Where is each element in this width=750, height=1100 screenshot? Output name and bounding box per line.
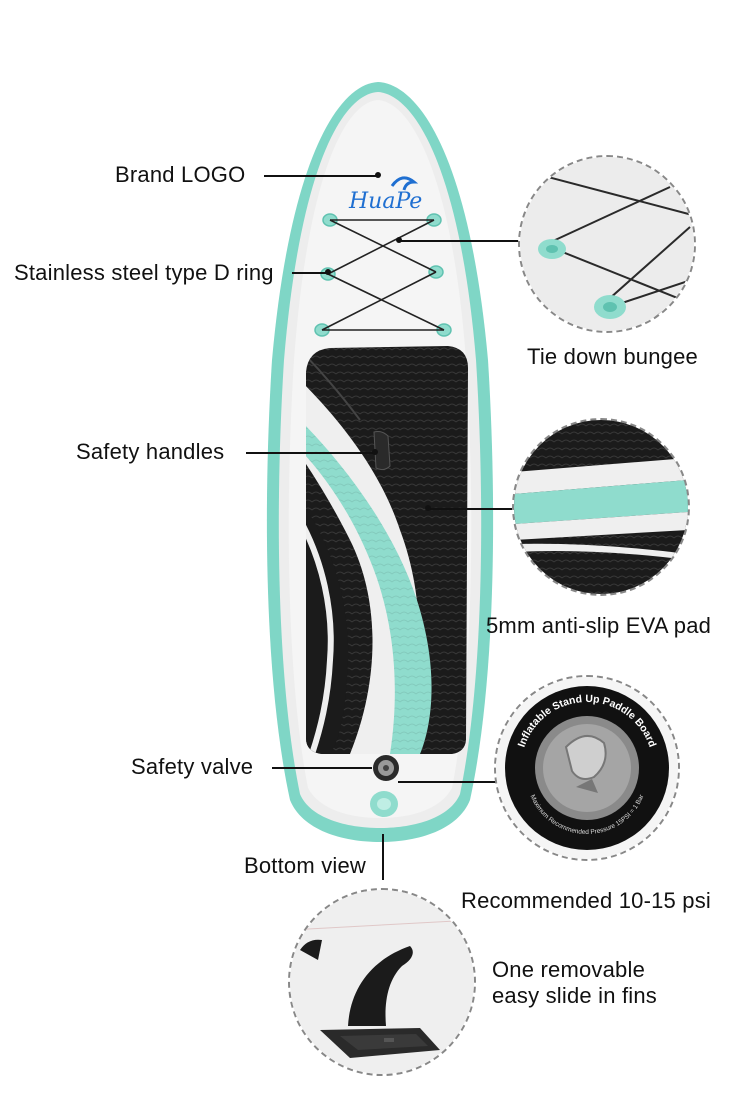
label-psi: Recommended 10-15 psi (461, 888, 712, 913)
bungee-cords (321, 219, 445, 331)
detail-eva-pad (512, 418, 690, 596)
detail-fin (288, 888, 476, 1076)
label-d-ring: Stainless steel type D ring (14, 260, 274, 285)
eva-pad (306, 346, 468, 754)
fin-box-icon (370, 791, 398, 817)
label-fins-line1: One removable (492, 957, 646, 982)
leader-safety-handles (246, 452, 376, 454)
leader-safety-valve (272, 767, 372, 769)
detail-valve: Inflatable Stand Up Paddle Board Maximum… (494, 675, 680, 861)
label-fins-line2: easy slide in fins (492, 983, 658, 1008)
label-brand-logo: Brand LOGO (115, 162, 246, 187)
dot-tie-down (396, 237, 402, 243)
dot-d-ring (325, 269, 331, 275)
valve-icon (373, 755, 399, 781)
dot-safety-handles (372, 449, 378, 455)
leader-eva-pad (428, 508, 512, 510)
label-safety-valve: Safety valve (131, 754, 254, 779)
leader-brand-logo (264, 175, 378, 177)
handle-icon (373, 431, 391, 471)
fin-icon (300, 939, 322, 960)
detail-tie-down (518, 155, 696, 333)
board-logo-text: HuaPe (348, 189, 422, 214)
brand-logo-icon: HuaPe (348, 176, 422, 214)
dot-eva-pad (425, 505, 431, 511)
leader-psi (398, 781, 498, 783)
label-eva-pad: 5mm anti-slip EVA pad (486, 613, 712, 638)
dot-brand-logo (375, 172, 381, 178)
label-bottom-view: Bottom view (244, 853, 367, 878)
label-safety-handles: Safety handles (76, 439, 225, 464)
leader-bottom-view (382, 834, 384, 880)
label-tie-down: Tie down bungee (527, 344, 698, 369)
leader-d-ring (292, 272, 328, 274)
leader-tie-down (400, 240, 520, 242)
